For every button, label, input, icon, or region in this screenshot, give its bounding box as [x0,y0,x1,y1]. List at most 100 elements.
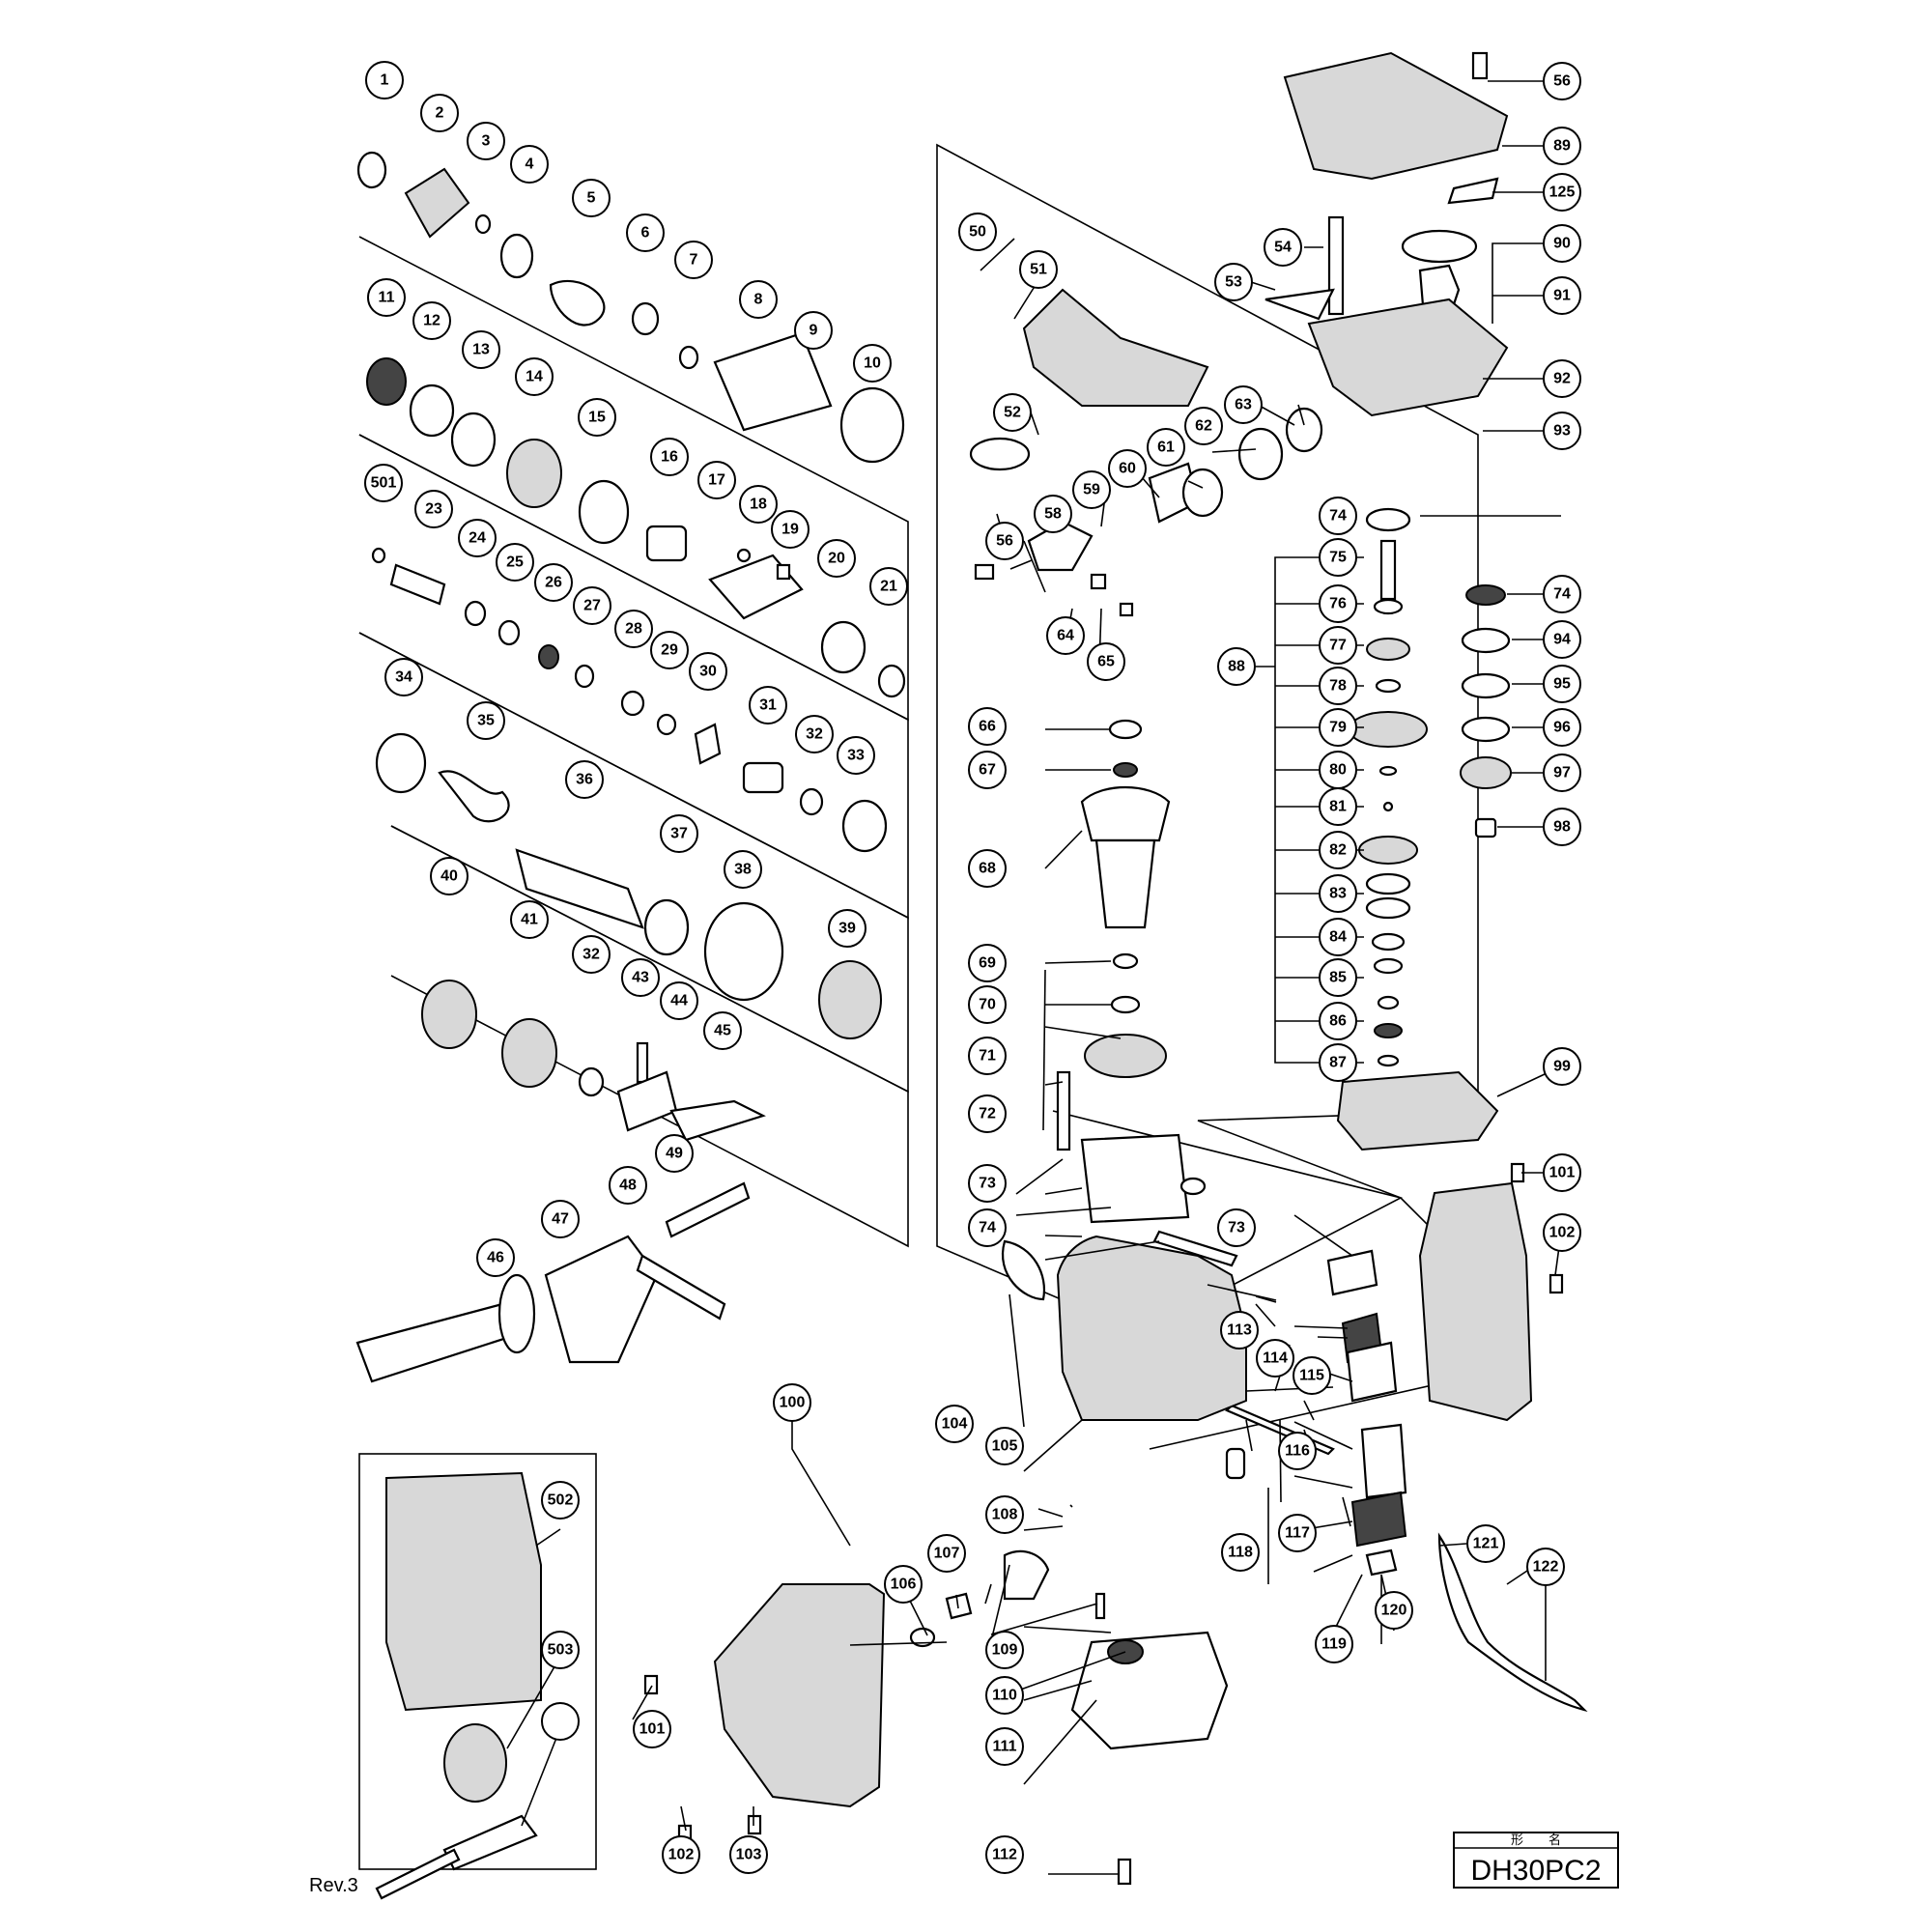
svg-text:58: 58 [1044,506,1062,523]
svg-text:43: 43 [632,970,649,986]
svg-text:44: 44 [670,993,688,1009]
callout-40: 40 [430,857,469,895]
callout-81: 80 [1319,751,1357,789]
callout-102b: 101 [633,1710,671,1748]
callout-100: 99 [1543,1047,1581,1086]
svg-text:80: 80 [1329,762,1347,779]
svg-text:33: 33 [847,748,865,764]
callout-24: 24 [458,519,497,557]
svg-text:39: 39 [838,921,856,937]
svg-text:97: 97 [1553,765,1571,781]
svg-text:83: 83 [1329,886,1347,902]
callout-114: 113 [1220,1311,1259,1350]
callout-18: 18 [739,485,778,524]
callout-115: 114 [1256,1339,1294,1378]
svg-text:117: 117 [1285,1525,1310,1542]
callout-38: 38 [724,850,762,889]
svg-text:106: 106 [891,1577,917,1593]
svg-text:91: 91 [1553,288,1571,304]
svg-text:41: 41 [521,912,538,928]
svg-text:64: 64 [1057,628,1074,644]
svg-text:31: 31 [759,697,777,714]
svg-text:122: 122 [1533,1559,1559,1576]
svg-text:45: 45 [714,1023,731,1039]
callout-89: 88 [1217,647,1256,686]
callout-46: 46 [476,1238,515,1277]
callout-119: 118 [1221,1533,1260,1572]
svg-text:69: 69 [979,955,996,972]
callout-75b: 74 [1543,575,1581,613]
callout-121: 120 [1375,1591,1413,1630]
callout-113: 112 [985,1835,1024,1874]
svg-text:54: 54 [1274,240,1292,256]
callout-71: 72 [968,1094,1007,1133]
svg-text:61: 61 [1157,440,1175,456]
callout-88: 87 [1319,1043,1357,1082]
callout-3: 3 [467,122,505,160]
svg-text:96: 96 [1553,720,1571,736]
svg-text:104: 104 [942,1416,968,1433]
part-shapes [355,51,1588,1900]
svg-text:9: 9 [810,323,818,339]
callout-57A: 58 [1034,495,1072,533]
svg-text:35: 35 [477,713,495,729]
callout-106: 105 [985,1427,1024,1465]
svg-text:11: 11 [379,290,395,306]
callout-94: 93 [1543,412,1581,450]
callout-107: 106 [884,1565,923,1604]
callout-51: 51 [1019,250,1058,289]
callout-112: 111 [985,1727,1024,1766]
svg-text:19: 19 [781,522,799,538]
svg-text:60: 60 [1119,461,1136,477]
svg-text:74: 74 [1553,586,1571,603]
svg-text:119: 119 [1321,1636,1347,1653]
callout-13: 13 [462,330,500,369]
callout-1: 1 [365,61,404,99]
callout-27: 27 [573,586,611,625]
callout-75a: 74 [1319,497,1357,535]
svg-text:99: 99 [1553,1059,1571,1075]
callout-74: 73 [1217,1208,1256,1247]
callout-90: 89 [1543,127,1581,165]
svg-text:28: 28 [625,621,642,638]
callout-23: 23 [414,490,453,528]
svg-text:37: 37 [670,826,688,842]
callout-108: 107 [927,1534,966,1573]
model-number: DH30PC2 [1470,1855,1601,1887]
svg-text:87: 87 [1329,1055,1347,1071]
callout-39: 39 [828,909,867,948]
callout-28: 28 [614,610,653,648]
svg-text:110: 110 [992,1688,1017,1704]
svg-text:93: 93 [1553,423,1571,440]
callout-78: 77 [1319,626,1357,665]
svg-text:7: 7 [690,252,698,269]
svg-text:101: 101 [1549,1165,1576,1181]
callout-54: 54 [1264,228,1302,267]
svg-text:38: 38 [734,862,752,878]
callout-43: 43 [621,958,660,997]
svg-text:32: 32 [582,947,600,963]
svg-text:111: 111 [993,1739,1017,1755]
callout-49: 49 [655,1134,694,1173]
svg-text:501: 501 [371,475,397,492]
svg-text:3: 3 [482,133,491,150]
svg-text:114: 114 [1263,1350,1288,1367]
svg-text:62: 62 [1195,418,1212,435]
svg-text:2: 2 [436,105,444,122]
callout-105: 104 [935,1405,974,1443]
callout-117: 116 [1278,1432,1317,1470]
svg-text:29: 29 [661,642,678,659]
svg-text:125: 125 [1549,185,1576,201]
callout-14: 14 [515,357,554,396]
svg-text:86: 86 [1329,1013,1347,1030]
svg-text:81: 81 [1329,799,1347,815]
svg-text:118: 118 [1228,1545,1253,1561]
svg-text:98: 98 [1553,819,1571,836]
svg-text:65: 65 [1097,654,1115,670]
callout-34: 34 [384,658,423,696]
svg-text:12: 12 [423,313,440,329]
callout-33: 33 [837,736,875,775]
callout-98: 97 [1543,753,1581,792]
svg-text:71: 71 [979,1048,996,1065]
svg-text:8: 8 [754,292,763,308]
